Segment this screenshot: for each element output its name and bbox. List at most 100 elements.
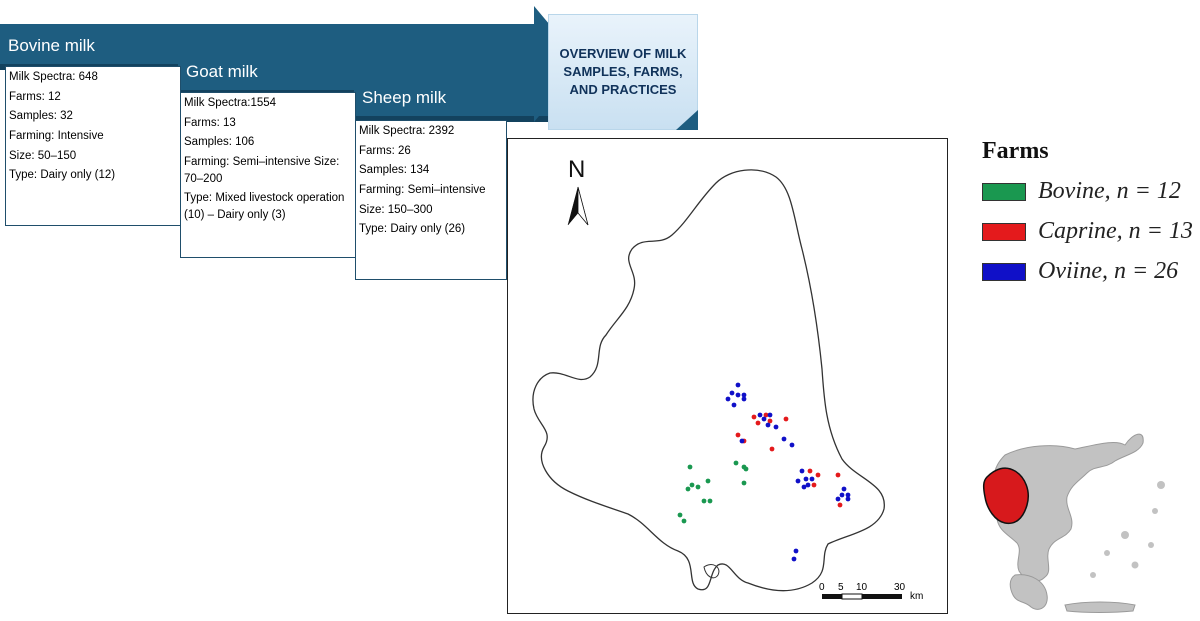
bovine-farm-point	[677, 512, 683, 518]
scale-segment	[841, 593, 863, 600]
ovine-farm-point	[757, 412, 763, 418]
bovine-farm-point	[685, 486, 691, 492]
goat-milk-title: Goat milk	[186, 62, 258, 81]
island	[1152, 508, 1158, 514]
caprine-farm-point	[835, 472, 841, 478]
ovine-farm-point	[791, 556, 797, 562]
ovine-farm-point	[801, 484, 807, 490]
bovine-milk-title: Bovine milk	[8, 36, 95, 55]
island	[1148, 542, 1154, 548]
bovine-row: Farms: 12	[9, 90, 61, 103]
caprine-farm-point	[807, 468, 813, 474]
bovine-farm-point	[695, 484, 701, 490]
caprine-farm-point	[763, 412, 769, 418]
ovine-farm-point	[835, 496, 841, 502]
legend-label: Oviine, n = 26	[1038, 258, 1179, 284]
ovine-farm-point	[739, 438, 745, 444]
scale-unit: km	[910, 591, 923, 602]
island	[1131, 561, 1139, 569]
ovine-farm-point	[845, 492, 851, 498]
goat-row: Farming: Semi–intensive Size: 70–200	[184, 156, 340, 185]
scale-bar: 0 5 10 30 km	[819, 582, 923, 602]
study-area-map: N 0 5 10 30 km	[507, 138, 948, 614]
map-svg: N 0 5 10 30 km	[532, 156, 923, 602]
ovine-farm-point	[803, 476, 809, 482]
legend-swatch-caprine	[982, 222, 1026, 241]
ovine-farm-point	[793, 548, 799, 554]
ovine-farm-point	[735, 392, 741, 398]
bovine-info-panel: Milk Spectra: 648 Farms: 12 Samples: 32 …	[5, 66, 181, 226]
farm-points	[677, 382, 851, 562]
ovine-farm-point	[839, 492, 845, 498]
banner-arrows	[534, 6, 560, 122]
overview-box: OVERVIEW OF MILK SAMPLES, FARMS, AND PRA…	[548, 14, 698, 130]
caprine-farm-point	[815, 472, 821, 478]
north-arrow-light-half	[577, 186, 589, 226]
greece-mainland	[992, 433, 1144, 582]
caprine-farm-point	[783, 416, 789, 422]
sheep-milk-banner: Sheep milk	[354, 76, 548, 120]
ovine-farm-point	[781, 436, 787, 442]
goat-row: Milk Spectra:1554	[184, 97, 277, 109]
caprine-farm-point	[837, 502, 843, 508]
ovine-farm-point	[725, 396, 731, 402]
peloponnese	[1009, 574, 1048, 610]
sheep-row: Milk Spectra: 2392	[359, 125, 455, 137]
overview-page-curl	[676, 110, 698, 130]
bovine-row: Type: Dairy only (12)	[9, 169, 116, 182]
gulf-inlet	[703, 564, 720, 579]
bovine-row: Size: 50–150	[9, 149, 77, 162]
goat-row: Samples: 106	[184, 136, 255, 149]
island	[1157, 481, 1165, 489]
island	[1104, 550, 1110, 556]
sheep-milk-title: Sheep milk	[362, 88, 447, 107]
overview-title: OVERVIEW OF MILK SAMPLES, FARMS, AND PRA…	[559, 45, 687, 98]
caprine-farm-point	[751, 414, 757, 420]
sheep-row: Size: 150–300	[359, 203, 433, 216]
ovine-farm-point	[845, 496, 851, 502]
scale-segment	[822, 594, 842, 599]
legend-swatch-bovine	[982, 182, 1026, 201]
scale-label: 30	[894, 582, 906, 593]
highlighted-region-epirus	[982, 467, 1029, 525]
bovine-farm-point	[733, 460, 739, 466]
legend-label: Bovine, n = 12	[1038, 178, 1181, 204]
ovine-farm-point	[773, 424, 779, 430]
island	[1121, 531, 1129, 539]
sheep-info-panel: Milk Spectra: 2392 Farms: 26 Samples: 13…	[355, 120, 507, 280]
caprine-farm-point	[769, 446, 775, 452]
caprine-farm-point	[767, 418, 773, 424]
scale-segment	[862, 594, 902, 599]
sheep-row: Farming: Semi–intensive	[359, 184, 486, 197]
sheep-arrow-head	[534, 60, 560, 122]
ovine-farm-point	[729, 390, 735, 396]
sheep-banner-shadow	[354, 116, 548, 122]
ovine-farm-point	[735, 382, 741, 388]
ovine-farm-point	[741, 396, 747, 402]
ovine-farm-point	[809, 476, 815, 482]
bovine-farm-point	[681, 518, 687, 524]
ovine-farm-point	[767, 412, 773, 418]
caprine-farm-point	[735, 432, 741, 438]
bovine-farm-point	[705, 478, 711, 484]
bovine-farm-point	[689, 482, 695, 488]
bovine-farm-point	[741, 464, 747, 470]
bovine-farm-point	[701, 498, 707, 504]
greece-inset-map	[982, 433, 1165, 613]
legend-item-bovine: Bovine, n = 12	[982, 178, 1181, 205]
goat-info-panel: Milk Spectra:1554 Farms: 13 Samples: 106…	[180, 92, 356, 258]
ovine-farm-point	[741, 392, 747, 398]
goat-row: Farms: 13	[184, 116, 236, 129]
legend-swatch-ovine	[982, 262, 1026, 281]
caprine-farm-point	[755, 420, 761, 426]
scale-label: 10	[856, 582, 868, 593]
north-label: N	[568, 156, 585, 183]
legend-item-ovine: Oviine, n = 26	[982, 258, 1178, 285]
sheep-row: Samples: 134	[359, 164, 430, 177]
legend-label: Caprine, n = 13	[1038, 218, 1193, 244]
legend-item-caprine: Caprine, n = 13	[982, 218, 1193, 245]
ovine-farm-point	[799, 468, 805, 474]
legend-title: Farms	[982, 138, 1049, 164]
bovine-row: Samples: 32	[9, 110, 73, 123]
bovine-farm-point	[741, 480, 747, 486]
